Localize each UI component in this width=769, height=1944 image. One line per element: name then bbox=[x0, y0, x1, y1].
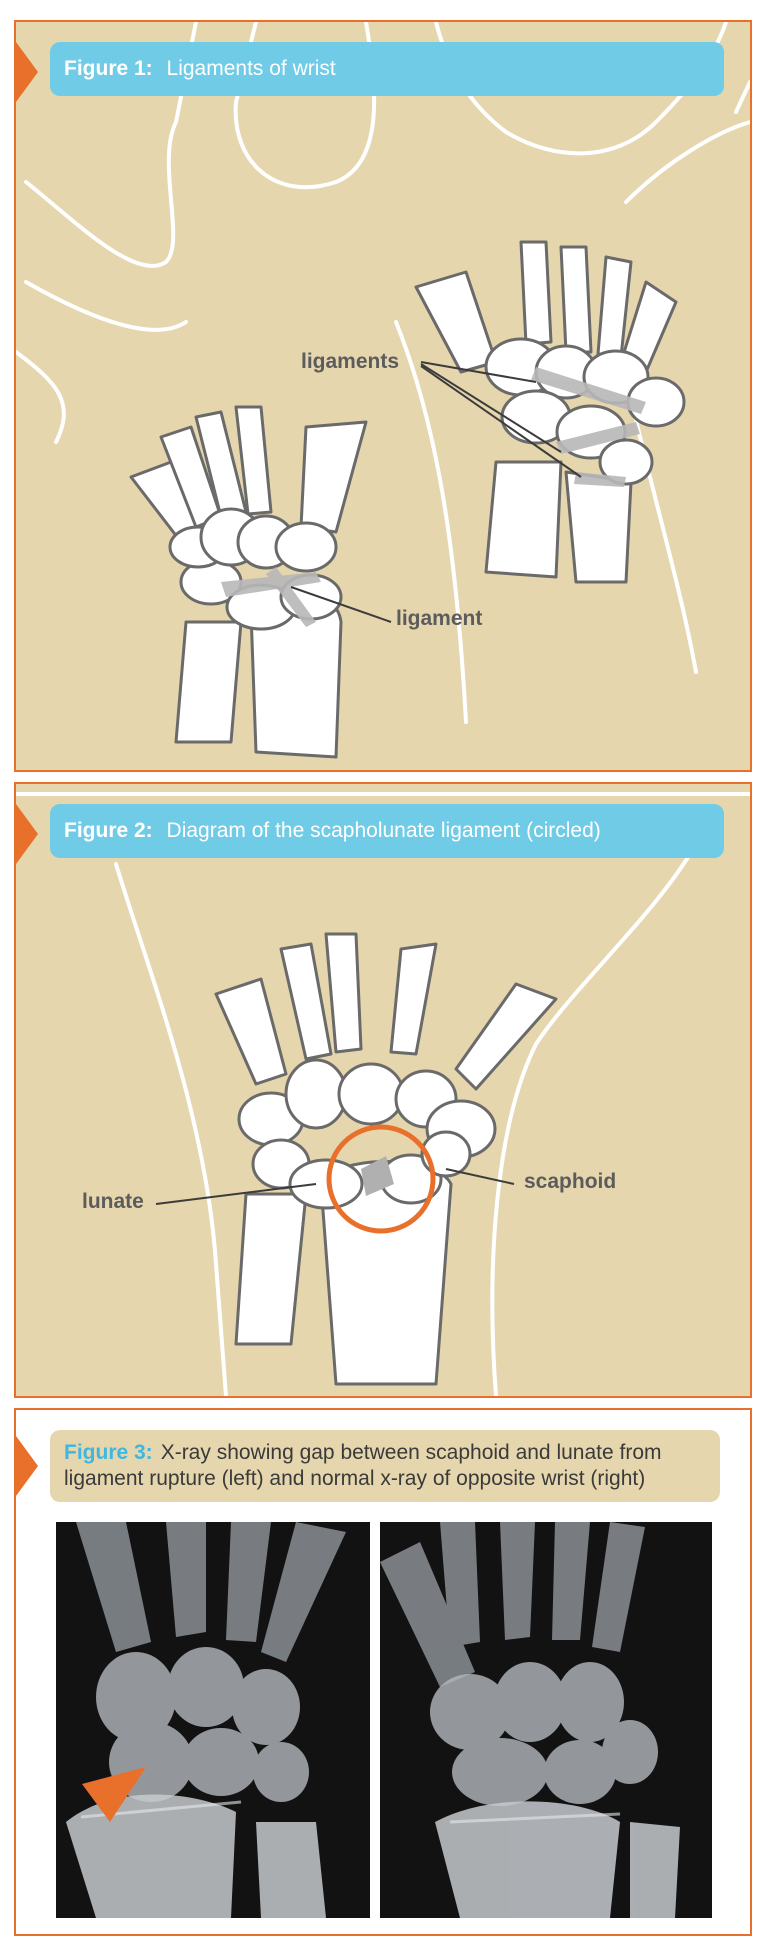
figure-3-caption: Figure 3:X-ray showing gap between scaph… bbox=[50, 1430, 720, 1502]
label-ligaments: ligaments bbox=[301, 350, 400, 373]
figure-1-title: Ligaments of wrist bbox=[166, 57, 336, 80]
label-lunate: lunate bbox=[82, 1190, 144, 1213]
wrist-ligaments-illustration bbox=[16, 22, 750, 759]
figure-2-arrow-marker bbox=[16, 804, 38, 864]
label-scaphoid: scaphoid bbox=[524, 1170, 617, 1193]
figure-1-panel: Figure 1: Ligaments of wrist ligaments l… bbox=[14, 20, 752, 772]
xray-ruptured-wrist bbox=[56, 1522, 370, 1918]
figure-1-arrow-marker bbox=[16, 42, 38, 102]
figure-1-caption: Figure 1: Ligaments of wrist bbox=[50, 42, 724, 96]
figure-2-title: Diagram of the scapholunate ligament (ci… bbox=[166, 819, 601, 842]
figure-2-number: Figure 2: bbox=[64, 819, 153, 842]
label-ligament: ligament bbox=[396, 607, 483, 630]
figure-3-panel: Figure 3:X-ray showing gap between scaph… bbox=[14, 1408, 752, 1936]
scapholunate-diagram bbox=[16, 792, 750, 1396]
figure-3-arrow-marker bbox=[16, 1436, 38, 1496]
figure-3-number: Figure 3: bbox=[64, 1441, 153, 1464]
figure-3-title: X-ray showing gap between scaphoid and l… bbox=[64, 1441, 662, 1490]
xray-normal-wrist bbox=[380, 1522, 712, 1918]
figure-1-number: Figure 1: bbox=[64, 57, 153, 80]
figure-2-caption: Figure 2: Diagram of the scapholunate li… bbox=[50, 804, 724, 858]
rupture-pointer-icon bbox=[82, 1767, 146, 1822]
figure-2-panel: Figure 2: Diagram of the scapholunate li… bbox=[14, 782, 752, 1398]
